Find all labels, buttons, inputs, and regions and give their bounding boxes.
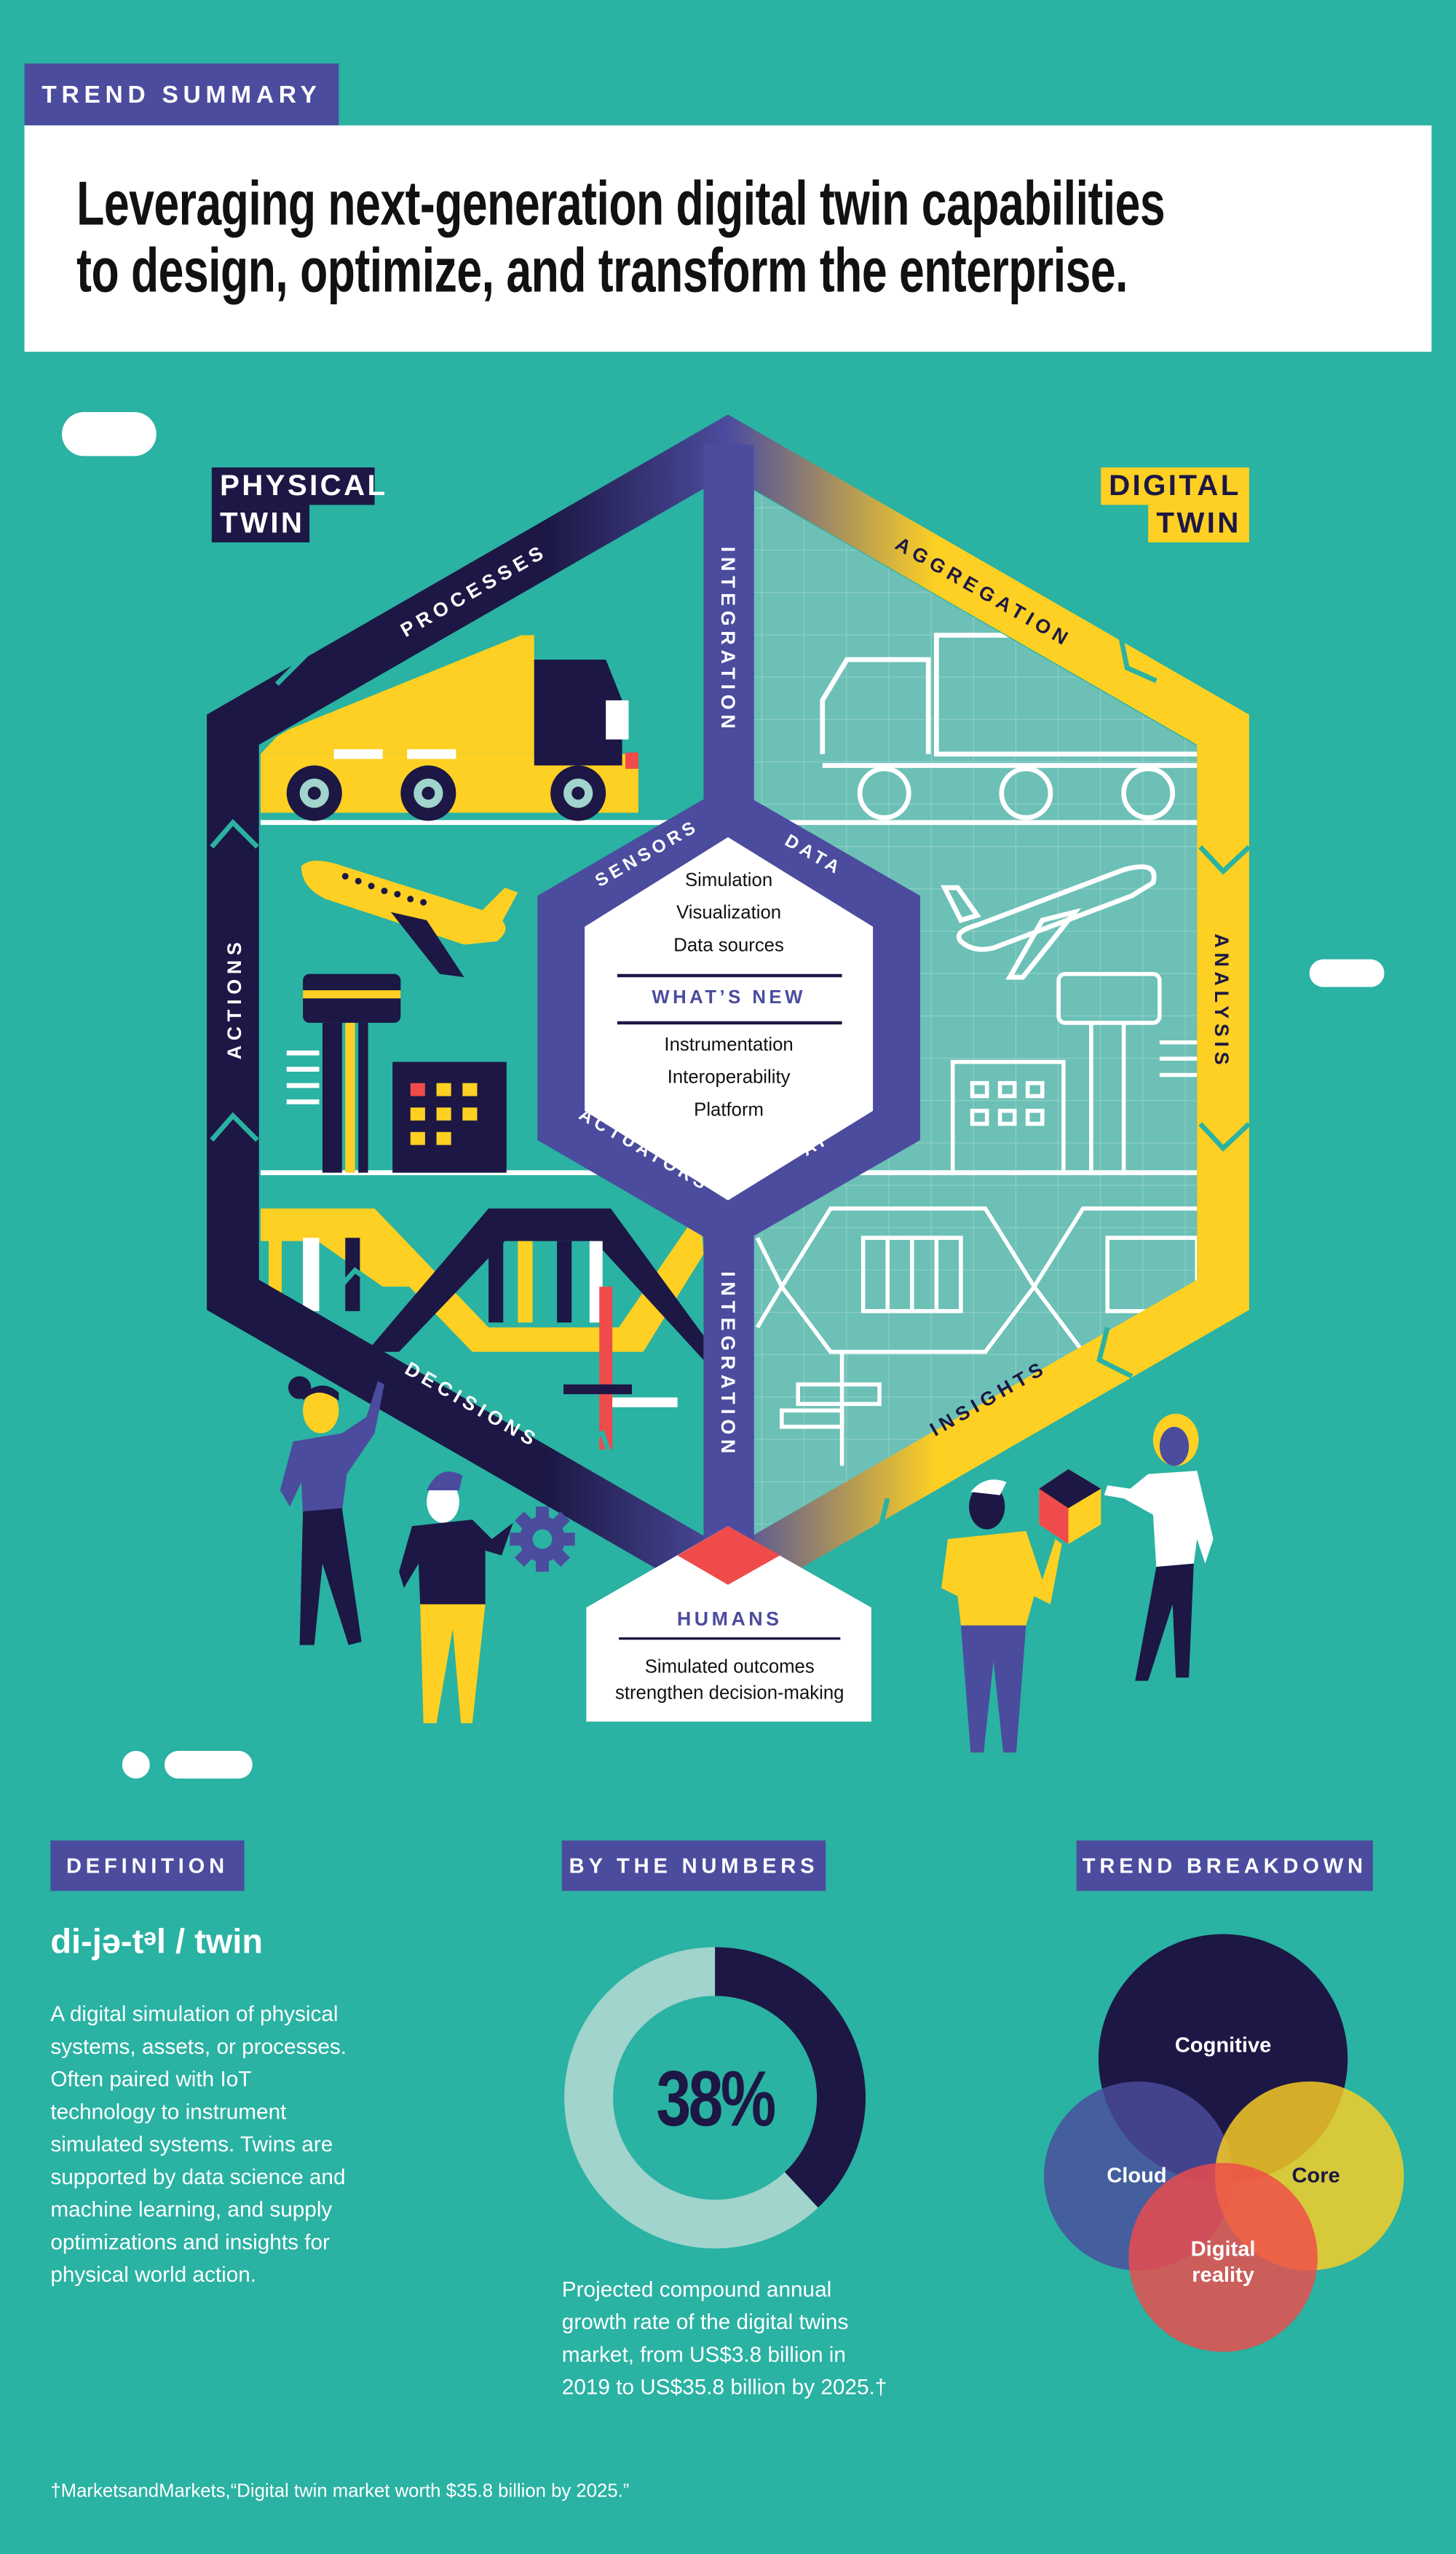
definition-tag-label: DEFINITION <box>66 1853 229 1878</box>
definition-line: Often paired with IoT <box>50 2066 252 2092</box>
digital-twin-band <box>729 415 1249 1609</box>
donut-value-label: 38% <box>656 2055 775 2142</box>
digital-twin-line-2: TWIN <box>1148 505 1249 542</box>
definition-tag: DEFINITION <box>50 1840 245 1891</box>
venn-label-core: Core <box>1291 2164 1340 2188</box>
trend-summary-tag: TREND SUMMARY <box>24 63 339 126</box>
by-the-numbers-tag-label: BY THE NUMBERS <box>569 1853 819 1878</box>
footnote: †MarketsandMarkets,“Digital twin market … <box>50 2482 630 2502</box>
humans-diamond <box>677 1526 780 1585</box>
inner-hexagon-core <box>585 837 874 1201</box>
divider <box>617 973 842 977</box>
donut-segment-growth <box>715 1947 866 2208</box>
physical-twin-line-2: TWIN <box>211 505 310 542</box>
definition-line: optimizations and insights for <box>50 2229 330 2255</box>
existing-item: Data sources <box>673 936 784 957</box>
person-woman-waving-illustration <box>280 1376 384 1645</box>
bridge-illustration <box>260 1208 704 1450</box>
humans-heading: HUMANS <box>677 1608 783 1630</box>
trend-breakdown-tag: TREND BREAKDOWN <box>1076 1840 1373 1891</box>
actions-label: ACTIONS <box>223 937 245 1059</box>
existing-item: Simulation <box>685 871 773 891</box>
decorative-pill <box>1309 959 1385 987</box>
definition-line: simulated systems. Twins are <box>50 2132 333 2156</box>
page-title-line-2: to design, optimize, and transform the e… <box>76 237 1128 307</box>
definition-term: di-jə-tᵊl / twin <box>50 1924 264 1961</box>
by-the-numbers-tag: BY THE NUMBERS <box>561 1840 826 1891</box>
venn-label-digital-reality-1: Digital <box>1191 2237 1256 2261</box>
numbers-line: market, from US$3.8 billion in <box>561 2341 846 2367</box>
decorative-pill <box>62 411 157 456</box>
decorative-pill <box>164 1750 253 1779</box>
trend-breakdown-tag-label: TREND BREAKDOWN <box>1082 1853 1367 1878</box>
definition-line: physical world action. <box>50 2262 257 2287</box>
trend-summary-label: TREND SUMMARY <box>41 80 322 108</box>
decorative-dot <box>122 1750 150 1779</box>
humans-box <box>586 1526 871 1722</box>
new-item: Instrumentation <box>664 1035 794 1056</box>
analysis-label: ANALYSIS <box>1211 933 1233 1070</box>
venn-label-digital-reality-2: reality <box>1192 2264 1255 2287</box>
trend-breakdown-venn: Cognitive Cloud Core Digital reality <box>1043 1934 1404 2352</box>
venn-label-cognitive: Cognitive <box>1175 2034 1271 2057</box>
definition-line: A digital simulation of physical <box>50 2001 339 2026</box>
processes-label: PROCESSES <box>397 539 551 641</box>
integration-bottom-label: INTEGRATION <box>717 1271 739 1458</box>
airplane-illustration <box>301 861 518 978</box>
venn-label-cloud: Cloud <box>1107 2164 1166 2188</box>
donut-segment-remainder <box>564 1947 818 2249</box>
digital-twin-diagram: PROCESSES AGGREGATION ACTIONS ANALYSIS D… <box>207 414 1251 1753</box>
person-man-with-gear-illustration <box>399 1471 575 1723</box>
whats-new-heading: WHAT’S NEW <box>652 988 806 1008</box>
control-tower-illustration <box>286 973 401 1173</box>
divider <box>617 1021 842 1024</box>
humans-line-2: strengthen decision-making <box>615 1683 844 1703</box>
definition-line: machine learning, and supply <box>50 2197 333 2222</box>
page-title-line-1: Leveraging next-generation digital twin … <box>76 170 1166 240</box>
tower-outline-illustration <box>950 971 1198 1175</box>
digital-twin-line-1: DIGITAL <box>1100 467 1249 505</box>
integration-top-label: INTEGRATION <box>717 547 739 734</box>
numbers-line: 2019 to US$35.8 billion by 2025.† <box>561 2374 887 2400</box>
person-man-with-cube-illustration <box>941 1468 1101 1753</box>
growth-donut-chart: 38% <box>564 1947 866 2249</box>
person-woman-illustration <box>1104 1413 1214 1681</box>
new-item: Interoperability <box>667 1068 791 1088</box>
title-box: Leveraging next-generation digital twin … <box>24 125 1432 352</box>
definition-line: supported by data science and <box>50 2164 346 2189</box>
numbers-line: Projected compound annual <box>561 2277 832 2302</box>
whats-new-panel: Simulation Visualization Data sources WH… <box>585 871 873 1132</box>
physical-twin-label: PHYSICAL TWIN <box>211 467 385 542</box>
truck-illustration <box>260 635 638 821</box>
building-illustration <box>392 1061 507 1173</box>
definition-line: technology to instrument <box>50 2099 287 2124</box>
airplane-outline-illustration <box>941 864 1157 980</box>
physical-twin-line-1: PHYSICAL <box>211 467 385 505</box>
existing-item: Visualization <box>676 904 782 924</box>
new-item: Platform <box>694 1101 764 1121</box>
numbers-line: growth rate of the digital twins <box>561 2309 849 2334</box>
venn-circle-digital-reality <box>1128 2162 1318 2352</box>
definition-line: systems, assets, or processes. <box>50 2034 347 2059</box>
digital-twin-label: DIGITAL TWIN <box>1100 467 1249 542</box>
humans-line-1: Simulated outcomes <box>645 1657 815 1677</box>
band-arrow-notches <box>210 617 1251 1550</box>
